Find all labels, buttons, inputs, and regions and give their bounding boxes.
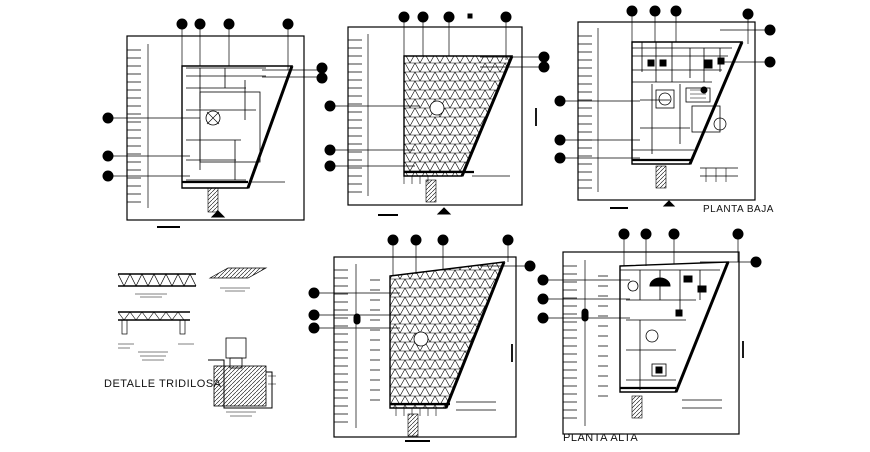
plan-3-stair [610, 165, 676, 209]
detail-column-joint [117, 311, 194, 361]
plan-1-stair [157, 187, 226, 228]
plan-3-ground-floor [554, 5, 776, 209]
plan-2-tridilosa-roof [324, 11, 550, 216]
plan-5-stair [581, 308, 744, 419]
detalle-tridilosa-label: DETALLE TRIDILOSA [104, 378, 222, 390]
plan-4-stair [353, 313, 513, 442]
plan-3-side-ruler [578, 28, 599, 192]
detail-section-truss [117, 273, 197, 298]
plan-1-building [181, 65, 294, 189]
planta-baja-label: PLANTA BAJA [703, 204, 774, 215]
plan-5-building [619, 261, 730, 409]
plan-2-building [403, 55, 514, 184]
plan-5-grid-markers [537, 228, 762, 324]
plan-5-upper-floor [537, 228, 762, 435]
plan-3-grid-markers [554, 5, 776, 164]
plan-4-grid-markers [308, 234, 536, 334]
plan-4-building [389, 261, 506, 416]
plan-2-grid-markers [324, 11, 550, 172]
plan-4-side-ruler [334, 264, 380, 428]
plan-1-grid-markers [102, 18, 328, 182]
plan-2-stair [378, 179, 452, 216]
plan-4-tridilosa-upper [308, 234, 536, 442]
plan-2-side-ruler [348, 34, 369, 196]
detail-isometric-mesh [208, 267, 268, 292]
plan-1-side-ruler [127, 44, 149, 208]
detail-tridilosa [117, 267, 276, 417]
plan-3-building [631, 41, 744, 182]
plan-5-side-ruler [563, 260, 608, 426]
detail-foundation-section [208, 337, 276, 417]
planta-alta-label: PLANTA ALTA [563, 432, 639, 444]
plan-1-roof-layout [102, 18, 328, 228]
